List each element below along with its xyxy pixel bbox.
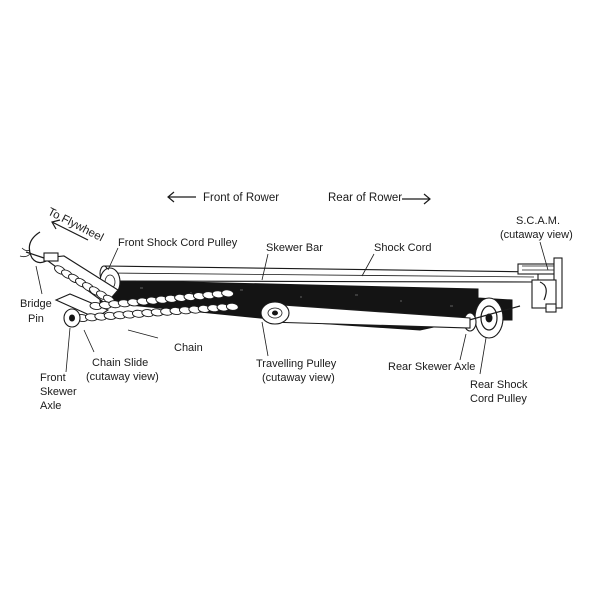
chain-label: Chain	[174, 342, 203, 354]
to-flywheel-label: To Flywheel	[46, 206, 106, 244]
bridge-pin	[19, 231, 59, 264]
scam-label: S.C.A.M.	[516, 215, 560, 227]
travelling-pulley	[260, 301, 471, 329]
frame-texture	[140, 287, 453, 307]
rear-of-rower-label: Rear of Rower	[328, 192, 402, 204]
chain-slide-label: Chain Slide	[92, 357, 148, 369]
front-label: Front	[40, 372, 66, 384]
chain-link	[221, 289, 235, 298]
rear-direction-arrow	[402, 193, 431, 205]
front-skewer-axle	[63, 308, 81, 328]
shock-cord-label: Shock Cord	[374, 242, 431, 254]
front-direction-arrow	[167, 191, 196, 203]
rear-skewer-axle	[461, 305, 521, 323]
rear-skewer-axle-label: Rear Skewer Axle	[388, 361, 475, 373]
travelling-pulley-sub-label: (cutaway view)	[262, 372, 335, 384]
skewer-bar-tube	[99, 265, 539, 283]
chain-link	[225, 302, 239, 311]
to-flywheel-indicator: To Flywheel	[46, 206, 106, 244]
cord-pulley-label: Cord Pulley	[470, 393, 527, 405]
scam-sub-label: (cutaway view)	[500, 229, 573, 241]
leader-lines	[35, 241, 549, 375]
chain	[54, 265, 239, 322]
front-of-rower-label: Front of Rower	[203, 192, 279, 204]
scam-bracket	[517, 257, 563, 313]
rear-shock-label: Rear Shock	[470, 379, 528, 391]
travelling-pulley-label: Travelling Pulley	[256, 358, 337, 370]
pin-label: Pin	[28, 313, 44, 325]
bridge-label: Bridge	[20, 298, 52, 310]
axle-label: Axle	[40, 400, 61, 412]
skewer-bar-label: Skewer Bar	[266, 242, 323, 254]
front-shock-cord-pulley-label: Front Shock Cord Pulley	[118, 237, 238, 249]
skewer-label: Skewer	[40, 386, 77, 398]
chain-slide-sub-label: (cutaway view)	[86, 371, 159, 383]
